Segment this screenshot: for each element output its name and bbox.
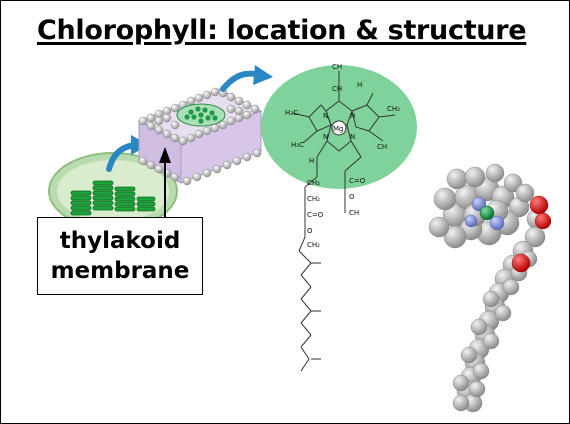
atom-ch3-top: CH (332, 63, 342, 71)
atom-n-2: N (350, 112, 355, 120)
label-line-2: membrane (50, 258, 190, 284)
thylakoid-membrane-label: thylakoid membrane (37, 217, 203, 295)
atom-ch2-chain-2: CH₂ (307, 195, 320, 203)
chlorophyll-dots (184, 106, 218, 124)
grana-stacks (70, 180, 156, 216)
atom-o-ester: O (349, 193, 355, 201)
slide-title: Chlorophyll: location & structure (37, 15, 527, 46)
atom-n-4: N (350, 133, 355, 141)
atom-ch2-right: CH₂ (387, 105, 400, 113)
label-line-1: thylakoid (59, 228, 181, 254)
atom-o-chain: O (307, 227, 313, 235)
atom-ch2-chain-1: CH₂ (307, 179, 320, 187)
atom-ch3-ester: CH (349, 209, 359, 217)
atom-h3c-left: H₃C (285, 109, 298, 117)
atom-n-3: N (323, 133, 328, 141)
atom-ch2-chain-3: CH₂ (307, 241, 320, 249)
phospholipid-heads (138, 87, 262, 186)
atom-mg: Mg (333, 125, 343, 133)
atom-ch3-right: CH (377, 143, 387, 151)
chlorophyll-structure: CH CH H₃C H CH₂ N N N N H₃C CH H CH₂ CH₂… (261, 63, 417, 372)
atom-c-o-chain: C=O (307, 211, 324, 219)
atom-c-o-ester: C=O (349, 177, 366, 185)
atom-h-top: H (357, 81, 362, 89)
atom-h3c-lower: H₃C (291, 141, 304, 149)
atom-ch-top: CH (332, 85, 342, 93)
atom-h-lower: H (309, 157, 314, 165)
chloroplast (48, 152, 178, 230)
space-filling-model (428, 163, 552, 413)
membrane-block (137, 87, 263, 186)
atom-n-1: N (323, 112, 328, 120)
